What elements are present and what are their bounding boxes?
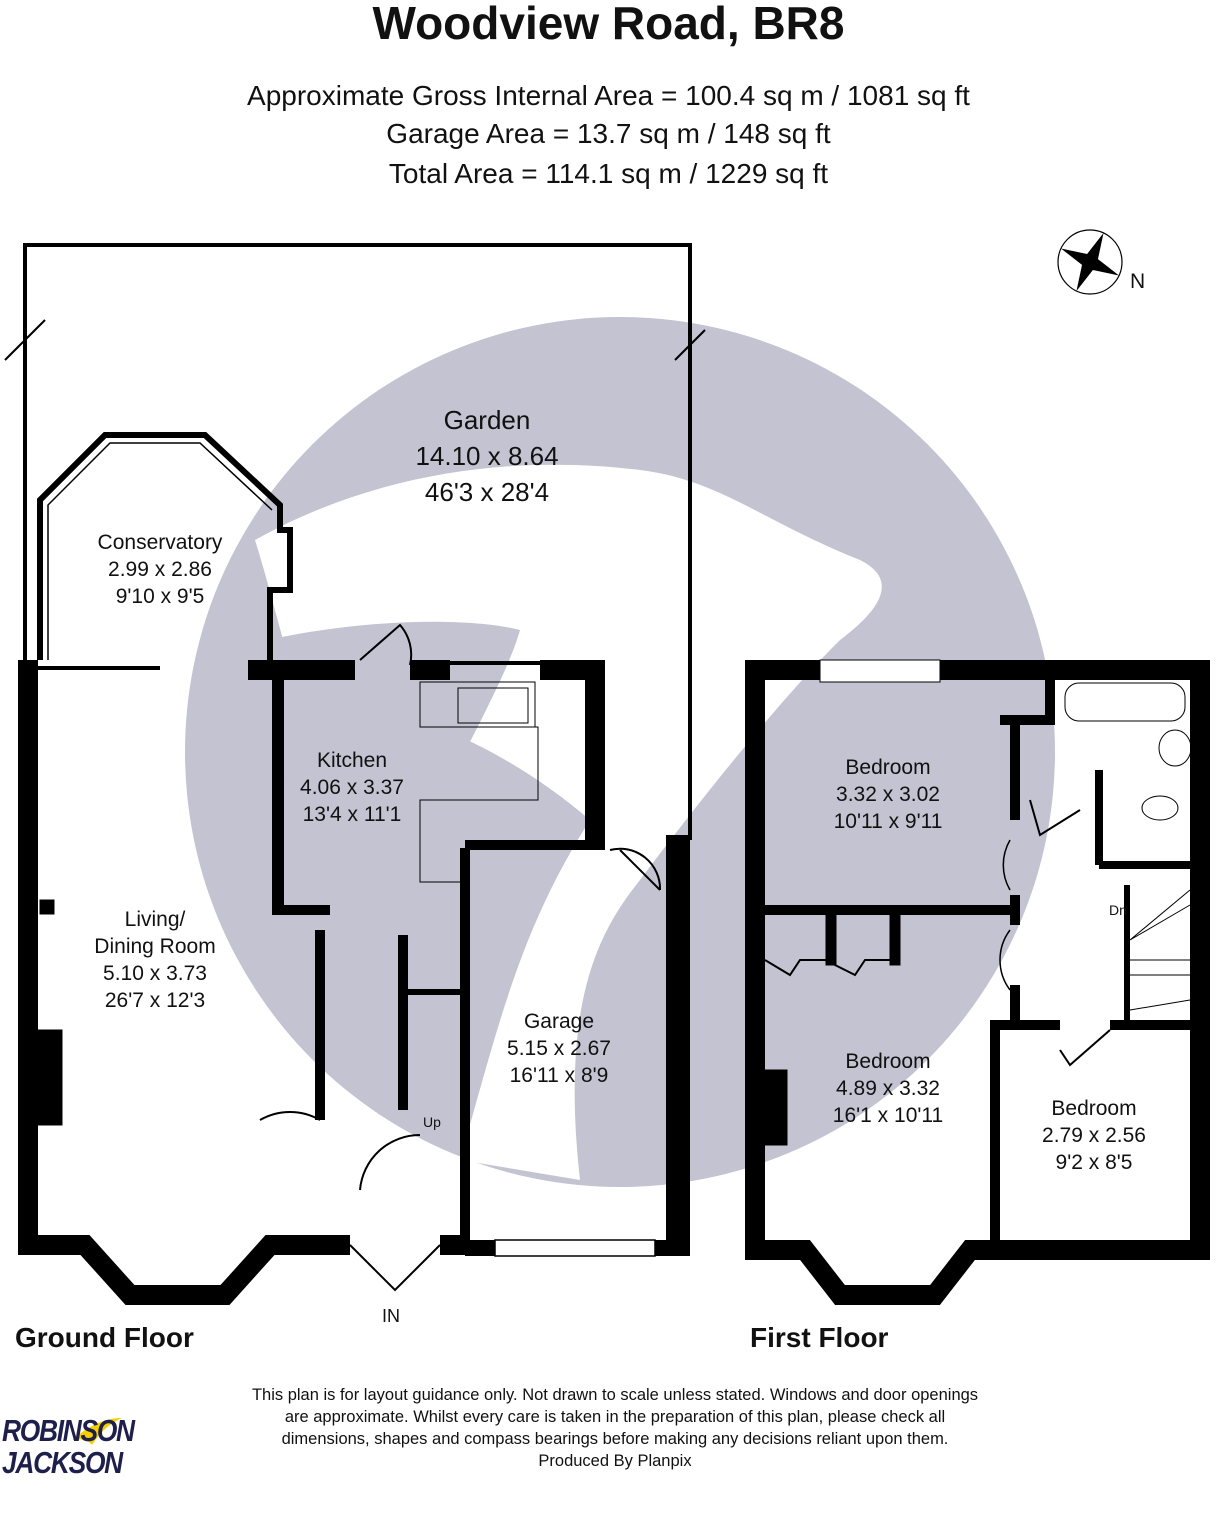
entrance-label: IN bbox=[382, 1306, 400, 1326]
room-name: Kitchen bbox=[316, 749, 388, 772]
room-kitchen: Kitchen 4.06 x 3.37 13'4 x 11'1 bbox=[300, 747, 404, 828]
room-name: Bedroom bbox=[845, 756, 931, 779]
first-floor-plan bbox=[745, 659, 1210, 1305]
stairs-up-label: Up bbox=[423, 1114, 441, 1130]
conservatory-walls bbox=[37, 432, 293, 660]
compass-rose-icon bbox=[1057, 229, 1123, 295]
room-garage: Garage 5.15 x 2.67 16'11 x 8'9 bbox=[507, 1008, 611, 1089]
room-imperial: 9'2 x 8'5 bbox=[1055, 1151, 1133, 1174]
room-metric: 3.32 x 3.02 bbox=[836, 783, 940, 806]
room-name: Living/ bbox=[124, 908, 186, 931]
producer-credit: Produced By Planpix bbox=[538, 1452, 692, 1470]
room-imperial: 13'4 x 11'1 bbox=[302, 803, 402, 826]
room-name: Conservatory bbox=[97, 531, 223, 554]
page-title: Woodview Road, BR8 bbox=[372, 0, 845, 49]
first-floor-label: First Floor bbox=[750, 1322, 889, 1353]
room-bedroom-2: Bedroom 4.89 x 3.32 16'1 x 10'11 bbox=[833, 1048, 943, 1129]
logo-line-2: JACKSON bbox=[2, 1445, 123, 1480]
room-name: Bedroom bbox=[845, 1050, 931, 1073]
disclaimer-line: This plan is for layout guidance only. N… bbox=[251, 1386, 979, 1404]
room-metric: 14.10 x 8.64 bbox=[415, 441, 559, 471]
room-imperial: 10'11 x 9'11 bbox=[833, 810, 943, 833]
room-imperial: 26'7 x 12'3 bbox=[104, 989, 206, 1012]
total-area: Total Area = 114.1 sq m / 1229 sq ft bbox=[388, 158, 829, 189]
compass-north-label: N bbox=[1130, 270, 1146, 293]
garage-area: Garage Area = 13.7 sq m / 148 sq ft bbox=[386, 118, 831, 149]
logo-line-1: ROBINSON bbox=[2, 1413, 135, 1448]
room-name: Garden bbox=[443, 405, 531, 435]
room-name: Garage bbox=[523, 1010, 595, 1033]
room-name: Bedroom bbox=[1051, 1097, 1137, 1120]
gross-internal-area: Approximate Gross Internal Area = 100.4 … bbox=[247, 80, 970, 111]
room-imperial: 9'10 x 9'5 bbox=[115, 585, 205, 608]
garden-boundary bbox=[23, 243, 692, 840]
room-conservatory: Conservatory 2.99 x 2.86 9'10 x 9'5 bbox=[98, 529, 223, 610]
room-metric: 2.79 x 2.56 bbox=[1042, 1124, 1146, 1147]
stairs-down-label: Dn bbox=[1109, 902, 1127, 918]
room-imperial: 46'3 x 28'4 bbox=[424, 477, 550, 507]
room-name-line2: Dining Room bbox=[94, 935, 216, 958]
disclaimer-line: dimensions, shapes and compass bearings … bbox=[281, 1430, 949, 1448]
room-metric: 5.10 x 3.73 bbox=[103, 962, 207, 985]
disclaimer-line: are approximate. Whilst every care is ta… bbox=[284, 1408, 946, 1426]
room-metric: 4.89 x 3.32 bbox=[836, 1077, 940, 1100]
room-garden: Garden 14.10 x 8.64 46'3 x 28'4 bbox=[415, 402, 558, 510]
room-bedroom-3: Bedroom 2.79 x 2.56 9'2 x 8'5 bbox=[1042, 1095, 1146, 1176]
room-metric: 5.15 x 2.67 bbox=[507, 1037, 611, 1060]
living-room-walls bbox=[18, 660, 320, 1305]
room-metric: 4.06 x 3.37 bbox=[300, 776, 404, 799]
logo-swallow-icon bbox=[72, 1418, 122, 1445]
room-living-dining: Living/ Dining Room 5.10 x 3.73 26'7 x 1… bbox=[94, 906, 215, 1014]
room-imperial: 16'11 x 8'9 bbox=[509, 1064, 609, 1087]
room-metric: 2.99 x 2.86 bbox=[108, 558, 212, 581]
room-imperial: 16'1 x 10'11 bbox=[832, 1104, 944, 1127]
room-bedroom-1: Bedroom 3.32 x 3.02 10'11 x 9'11 bbox=[834, 754, 943, 835]
ground-floor-label: Ground Floor bbox=[15, 1322, 194, 1353]
disclaimer: This plan is for layout guidance only. N… bbox=[190, 1384, 1040, 1472]
robinson-jackson-logo: ROBINSON JACKSON bbox=[2, 1415, 162, 1479]
ground-floor-plan bbox=[4, 243, 706, 1305]
